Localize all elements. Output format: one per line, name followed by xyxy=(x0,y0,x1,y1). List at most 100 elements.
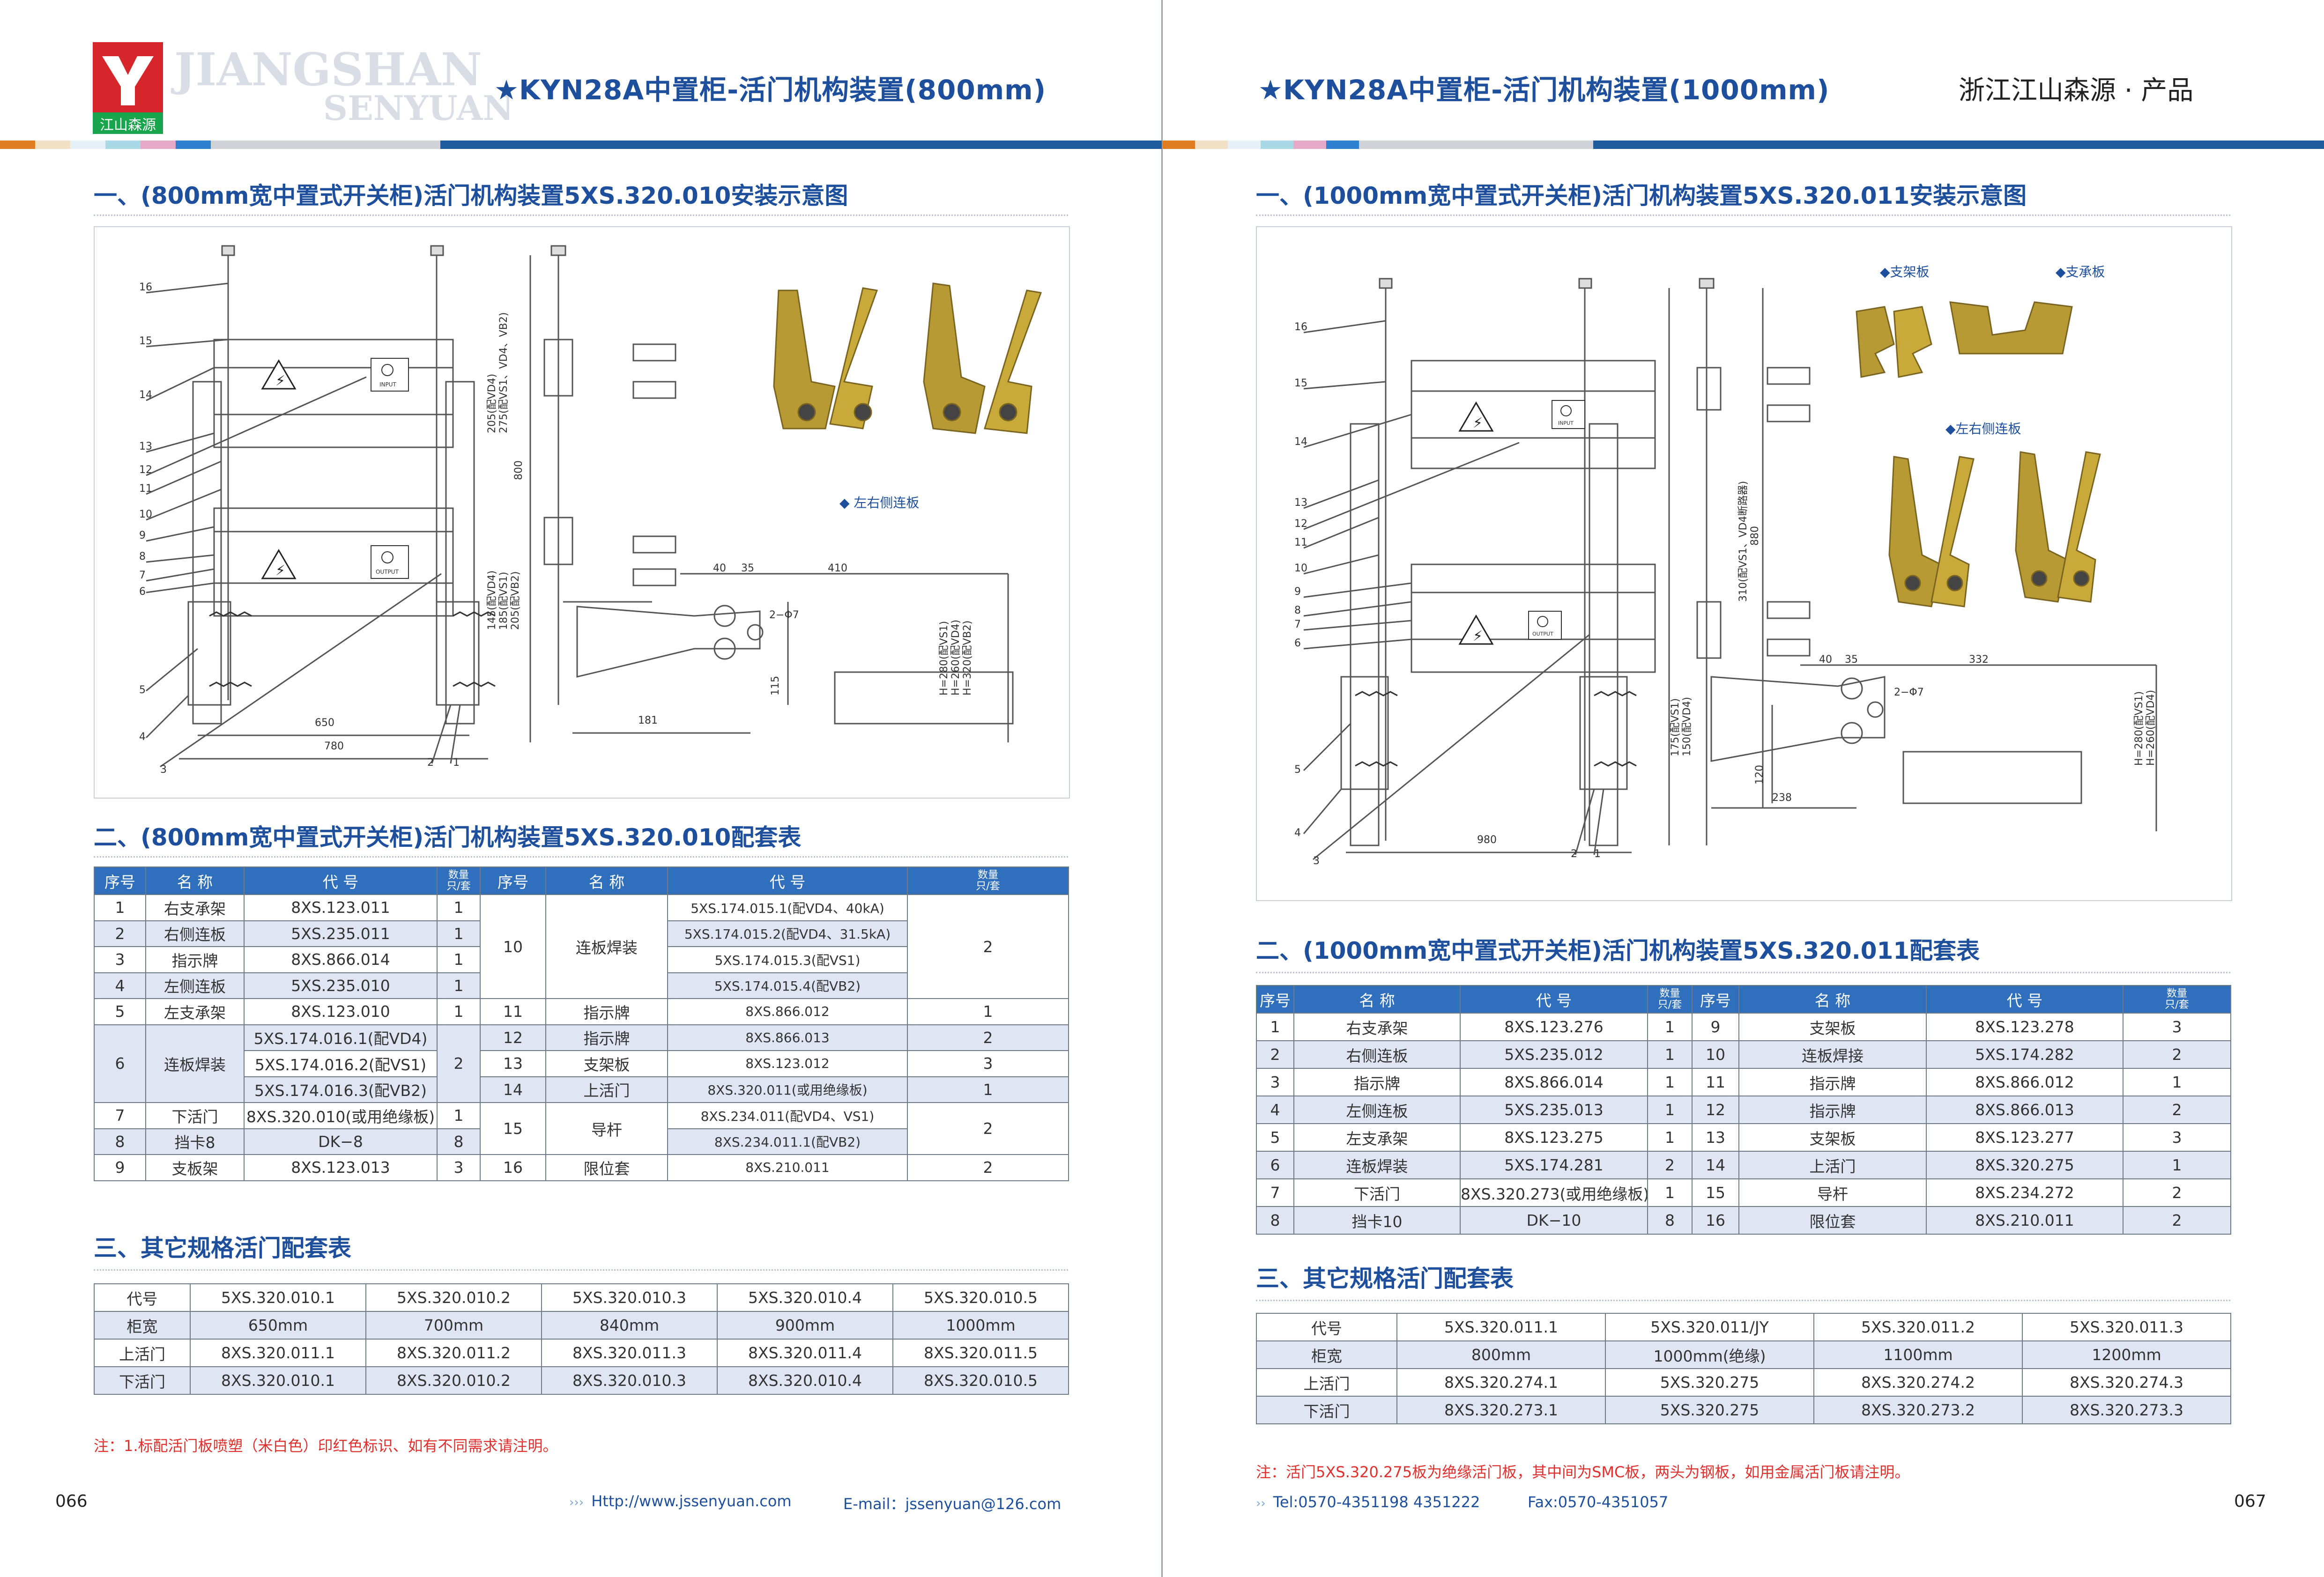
svg-text:175(配VS1): 175(配VS1) xyxy=(1670,698,1681,756)
callout-number: 5 xyxy=(139,684,146,696)
svg-text:780: 780 xyxy=(324,740,344,752)
side-plate-photo xyxy=(1888,451,2101,607)
callout-number: 15 xyxy=(1294,378,1307,389)
callout-number: 7 xyxy=(1294,619,1301,630)
section1-rule xyxy=(94,215,1068,216)
svg-text:238: 238 xyxy=(1772,792,1792,804)
callout-number: 13 xyxy=(139,441,152,452)
column-header: 序号 xyxy=(480,866,546,895)
callout-number: 5 xyxy=(1294,764,1301,776)
section2-title: 二、(1000mm宽中置式开关柜)活门机构装置5XS.320.011配套表 xyxy=(1256,937,1980,964)
column-header: 序号 xyxy=(94,866,146,895)
bracket-plate-label: ◆支架板 xyxy=(1880,264,1930,280)
mechanism-drawing: ⚡ ⚡ ◆支架板 ◆支承板 xyxy=(1294,264,2157,867)
section2-title: 二、(800mm宽中置式开关柜)活门机构装置5XS.320.010配套表 xyxy=(94,824,802,851)
right-page: ★KYN28A中置柜-活门机构装置(1000mm) 浙江江山森源 · 产品 一、… xyxy=(1162,0,2324,1577)
bracket-plate-photo xyxy=(1856,301,2073,378)
svg-text:115: 115 xyxy=(770,676,781,696)
svg-text:332: 332 xyxy=(1969,654,1989,666)
callout-number: 1 xyxy=(453,757,460,769)
footnote: 注：1.标配活门板喷塑（米白色）印红色标识、如有不同需求请注明。 xyxy=(94,1437,558,1455)
logo-mark-icon xyxy=(93,42,163,134)
callout-number: 4 xyxy=(139,731,146,743)
callout-number: 4 xyxy=(1294,827,1301,839)
callout-number: 8 xyxy=(139,551,146,563)
callout-number: 9 xyxy=(139,530,146,541)
output-plate xyxy=(1528,611,1562,640)
footnote: 注：活门5XS.320.275板为绝缘活门板，其中间为SMC板，两头为钢板，如用… xyxy=(1256,1463,1910,1481)
svg-text:120: 120 xyxy=(1754,765,1766,785)
callout-number: 10 xyxy=(1294,563,1307,574)
svg-text:145(配VD4): 145(配VD4) xyxy=(486,570,498,630)
callout-number: 13 xyxy=(1294,497,1307,509)
svg-text:275(配VS1、VD4、VB2): 275(配VS1、VD4、VB2) xyxy=(498,312,510,433)
side-plate-photo xyxy=(773,282,1042,434)
column-header: 数量 只/套 xyxy=(2123,985,2231,1014)
svg-text:2−Φ7: 2−Φ7 xyxy=(769,609,799,621)
section3-rule xyxy=(1256,1300,2230,1301)
footer-website: ›››Http://www.jssenyuan.com xyxy=(569,1492,792,1510)
section2-rule xyxy=(94,856,1068,858)
svg-text:⚡: ⚡ xyxy=(1473,628,1483,644)
section3-title: 三、其它规格活门配套表 xyxy=(1256,1265,1514,1292)
arrow-icon: ›› xyxy=(1256,1496,1266,1510)
arrow-icon: ››› xyxy=(569,1496,584,1510)
callout-number: 6 xyxy=(139,586,146,598)
logo-latin-line1: JIANGSHAN xyxy=(174,43,482,96)
callout-number: 8 xyxy=(1294,605,1301,616)
callout-number: 7 xyxy=(139,570,146,581)
svg-text:⚡: ⚡ xyxy=(275,373,285,389)
callout-number: 3 xyxy=(1313,855,1320,867)
svg-text:205(配VD4): 205(配VD4) xyxy=(486,374,498,433)
logo-latin-line2: SENYUAN xyxy=(323,88,514,128)
section2-rule xyxy=(1256,972,2230,973)
svg-text:40: 40 xyxy=(1819,654,1832,666)
header-title: ★KYN28A中置柜-活门机构装置(1000mm) xyxy=(1258,74,1830,106)
footer-fax: Fax:0570-4351057 xyxy=(1528,1493,1669,1511)
svg-text:H=260(配VD4): H=260(配VD4) xyxy=(950,620,962,696)
callout-number: 14 xyxy=(139,389,152,401)
svg-text:H=260(配VD4): H=260(配VD4) xyxy=(2145,690,2157,766)
svg-text:OUTPUT: OUTPUT xyxy=(376,569,399,575)
column-header: 序号 xyxy=(1692,985,1739,1014)
column-header: 代 号 xyxy=(244,866,438,895)
svg-text:310(配VS1、VD4断路器): 310(配VS1、VD4断路器) xyxy=(1737,481,1749,602)
svg-text:185(配VS1): 185(配VS1) xyxy=(498,572,510,630)
svg-text:35: 35 xyxy=(741,563,754,574)
svg-text:650: 650 xyxy=(315,717,334,729)
warning-sign-icon: ⚡ ⚡ xyxy=(261,359,297,579)
callout-number: 9 xyxy=(1294,586,1301,598)
section1-title: 一、(800mm宽中置式开关柜)活门机构装置5XS.320.010安装示意图 xyxy=(94,182,848,209)
install-diagram: ⚡ ⚡ ◆支架板 ◆支承板 xyxy=(1256,226,2232,901)
svg-text:40: 40 xyxy=(713,563,726,574)
column-header: 名 称 xyxy=(1738,985,1927,1014)
svg-text:880: 880 xyxy=(1749,526,1761,546)
callout-number: 15 xyxy=(139,335,152,347)
color-stripe xyxy=(0,141,1162,149)
section1-rule xyxy=(1256,215,2230,216)
svg-text:205(配VB2): 205(配VB2) xyxy=(510,571,521,630)
